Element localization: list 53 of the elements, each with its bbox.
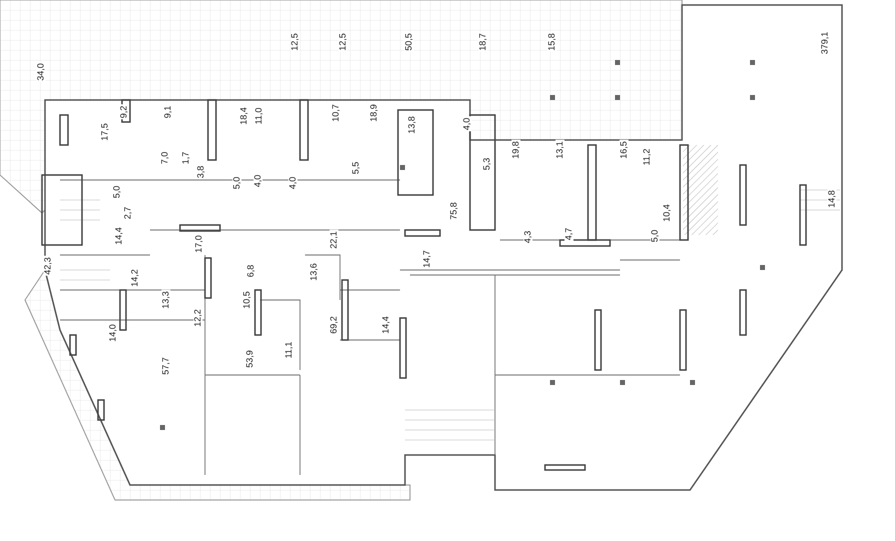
area-label: 42,3: [44, 256, 52, 276]
area-label: 14,4: [114, 226, 124, 246]
area-label: 9,2: [120, 104, 128, 120]
area-label: 4,3: [524, 230, 532, 244]
area-label: 4,0: [288, 176, 298, 190]
area-label: 5,0: [112, 184, 122, 200]
area-label: 18,4: [240, 106, 248, 126]
area-label: 5,0: [232, 176, 242, 190]
area-label: 12,5: [290, 32, 300, 52]
area-label: 11,0: [254, 106, 264, 126]
area-label: 14,2: [130, 268, 140, 288]
area-label: 17,0: [194, 234, 204, 254]
area-label: 7,0: [160, 150, 170, 166]
area-label: 4,7: [564, 226, 574, 242]
area-label: 5,5: [352, 160, 360, 176]
area-label: 14,8: [828, 189, 836, 209]
area-label: 75,8: [450, 201, 458, 221]
area-label: 16,5: [620, 140, 628, 160]
area-label: 14,4: [382, 315, 390, 335]
area-label: 13,1: [556, 140, 564, 160]
area-label: 18,9: [370, 103, 378, 123]
area-label: 12,5: [338, 32, 348, 52]
area-label: 13,6: [310, 262, 318, 282]
area-label: 50,5: [404, 32, 414, 52]
area-label: 13,8: [408, 115, 416, 135]
area-label: 34,0: [36, 62, 46, 82]
area-label: 10,4: [662, 203, 672, 223]
area-label: 4,0: [254, 174, 262, 188]
area-label: 4,0: [462, 116, 472, 132]
area-label: 22,1: [330, 230, 338, 250]
area-label: 19,8: [512, 140, 520, 160]
area-label: 11,2: [642, 148, 652, 166]
area-label: 2,7: [124, 206, 132, 220]
area-label: 13,3: [162, 290, 170, 310]
area-label: 17,5: [100, 122, 110, 142]
area-label: 5,3: [482, 156, 492, 172]
area-label: 10,5: [242, 290, 252, 310]
area-label: 11,1: [284, 340, 294, 360]
area-label: 5,0: [650, 228, 660, 244]
area-label: 69,2: [330, 315, 338, 335]
area-label: 14,0: [108, 323, 118, 343]
area-label: 57,7: [162, 356, 170, 376]
area-label: 3,8: [196, 164, 206, 180]
area-label: 10,7: [332, 103, 340, 123]
area-label: 53,9: [246, 349, 254, 369]
area-label: 1,7: [182, 150, 190, 166]
area-label: 6,8: [246, 264, 256, 278]
area-label: 379,1: [820, 30, 830, 56]
area-label: 14,7: [422, 249, 432, 269]
area-label: 15,8: [548, 32, 556, 52]
area-label: 18,7: [478, 32, 488, 52]
area-label: 12,2: [194, 308, 202, 328]
area-label: 9,1: [164, 104, 172, 120]
